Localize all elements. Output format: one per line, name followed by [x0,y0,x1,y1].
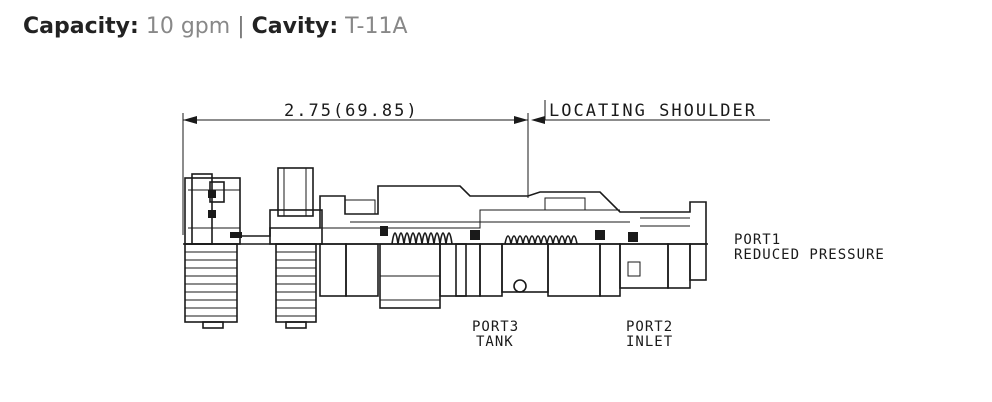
dimension-line [182,100,770,235]
spec-separator: | [237,14,245,39]
cavity-value: T-11A [345,14,408,39]
valve-body-section [240,185,707,245]
port2-label: PORT2 [626,319,673,335]
port1-label: PORT1 [734,232,781,248]
capacity-label: Capacity: [23,14,139,39]
port1-description: REDUCED PRESSURE [734,247,885,263]
port2-description: INLET [626,334,673,350]
adjusting-knob [184,173,242,329]
locating-shoulder-label: LOCATING SHOULDER [549,101,757,121]
capacity-value: 10 gpm [145,14,231,39]
lock-nut [269,167,323,329]
cavity-label: Cavity: [251,14,339,39]
dimension-label: 2.75(69.85) [284,101,419,121]
spec-line: Capacity: 10 gpm | Cavity: T-11A [23,14,408,39]
port3-description: TANK [476,334,514,350]
port3-label: PORT3 [472,319,519,335]
valve-body-exterior [319,243,707,309]
